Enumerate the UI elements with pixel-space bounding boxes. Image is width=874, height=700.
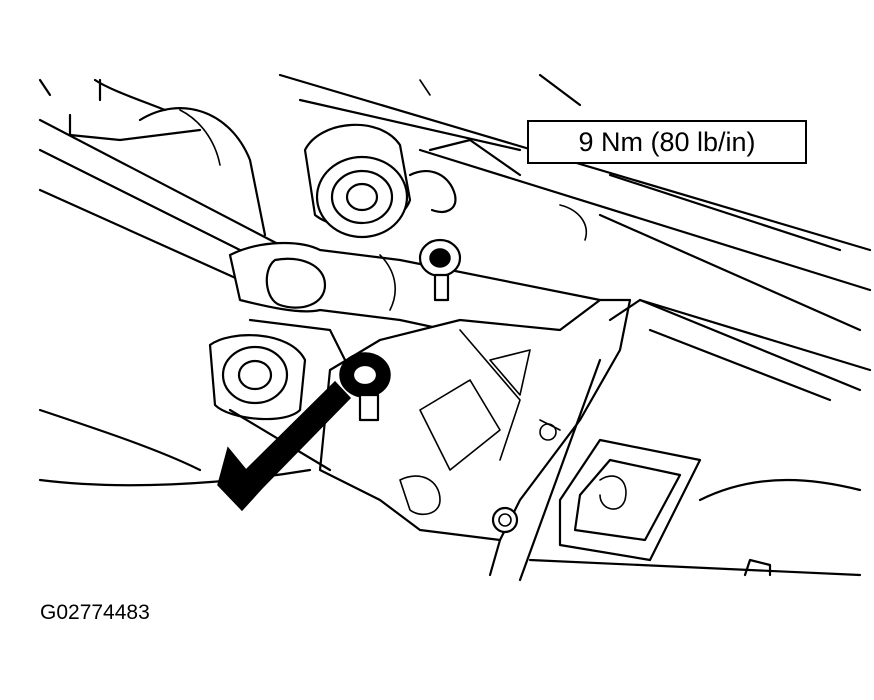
callout-arrow-icon bbox=[217, 380, 352, 512]
torque-spec-label: 9 Nm (80 lb/in) bbox=[527, 120, 807, 164]
figure-id-label: G02774483 bbox=[40, 601, 150, 624]
upper-mount bbox=[303, 123, 522, 239]
bolt-lower bbox=[339, 352, 391, 422]
mount-bracket bbox=[318, 298, 632, 542]
linkage-rod bbox=[228, 242, 612, 352]
lower-left-mount bbox=[208, 318, 347, 421]
bolt-upper bbox=[418, 238, 462, 302]
frame-members bbox=[38, 78, 282, 282]
connector-housing bbox=[558, 438, 702, 562]
